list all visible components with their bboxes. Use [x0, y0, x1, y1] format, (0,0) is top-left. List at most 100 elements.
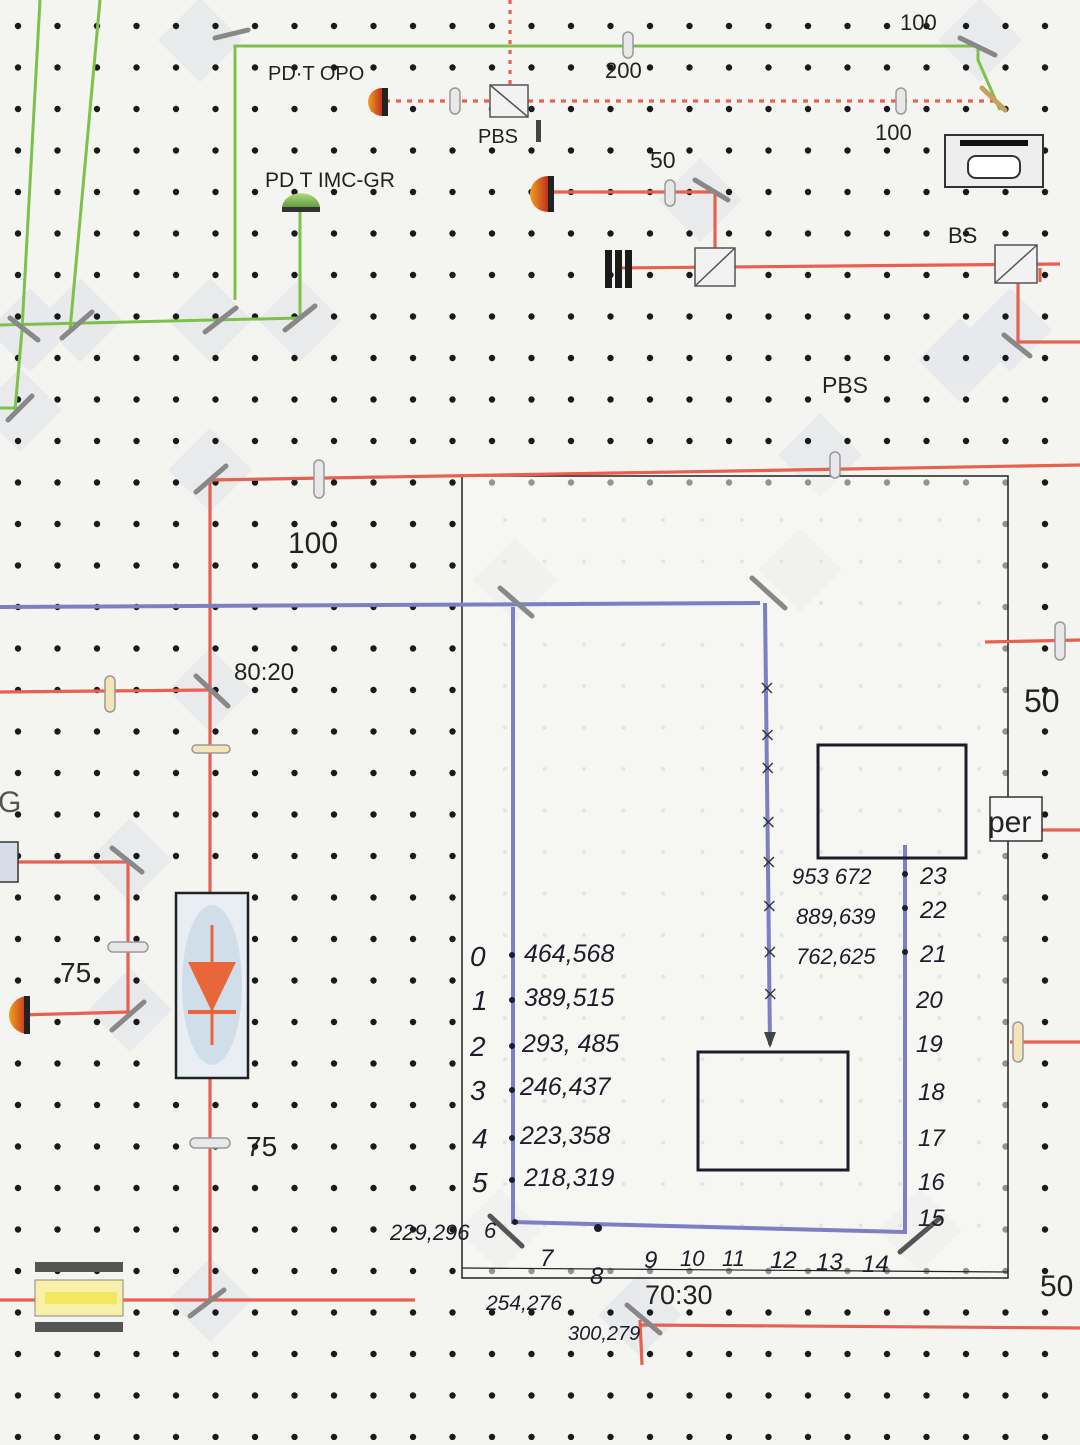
label-lens-50-right: 50: [1024, 683, 1060, 719]
hole: [449, 1309, 456, 1316]
point-index: 13: [816, 1249, 843, 1276]
hole: [962, 1309, 970, 1316]
hole: [172, 1101, 180, 1109]
hole: [133, 230, 140, 237]
hole: [93, 1350, 101, 1358]
hole: [370, 520, 377, 528]
hole: [962, 1392, 970, 1399]
hole: [93, 1226, 101, 1233]
hole: [212, 1433, 219, 1441]
point-index: 18: [918, 1079, 945, 1106]
hole: [370, 562, 377, 569]
hole: [251, 686, 259, 694]
handwritten-annotations: 0 464,568 1 389,515 2 293, 485 3 246,437…: [389, 863, 947, 1345]
hole: [607, 396, 614, 403]
hole: [172, 479, 180, 486]
hole: [133, 977, 140, 984]
hole: [923, 64, 930, 71]
hole: [449, 1060, 456, 1067]
hole: [607, 1350, 614, 1358]
hole: [409, 935, 417, 943]
hole: [14, 520, 22, 528]
hole: [449, 313, 456, 320]
hole: [251, 354, 259, 362]
hole: [133, 1309, 140, 1316]
hole: [1041, 396, 1049, 403]
hole: [93, 1101, 101, 1109]
partial-label-box-per: [989, 796, 1043, 842]
beam-dump-icon: [605, 250, 632, 288]
hole: [330, 396, 338, 403]
hole: [93, 271, 101, 279]
hole: [962, 271, 970, 279]
point-index: 8: [590, 1263, 604, 1290]
hole: [54, 1143, 61, 1150]
mirror-dichroic: [979, 85, 1008, 113]
hole: [409, 1101, 417, 1109]
hole: [291, 977, 298, 984]
blue-beams: [0, 601, 907, 1235]
hole: [607, 354, 614, 362]
hole: [330, 1143, 338, 1150]
red-beam-bottom-right: [639, 1323, 1080, 1330]
hole: [93, 230, 101, 237]
label-bs: BS: [948, 223, 977, 248]
hole: [449, 1392, 456, 1399]
mount-diamond: [918, 318, 1002, 402]
point-coords: 223,358: [519, 1122, 610, 1150]
partial-label-box-left: [0, 841, 19, 883]
hole: [844, 313, 851, 320]
hole: [1041, 1309, 1049, 1316]
hole: [172, 728, 180, 735]
hole: [370, 894, 377, 901]
hole: [291, 1350, 298, 1358]
hole: [14, 1267, 22, 1275]
hole: [1041, 769, 1049, 777]
hole: [449, 520, 456, 528]
hole: [765, 147, 772, 154]
hole: [686, 437, 693, 445]
hole: [330, 1018, 338, 1026]
hole: [93, 1433, 101, 1441]
hole: [962, 64, 970, 71]
hole: [291, 1018, 298, 1026]
hole: [54, 1018, 61, 1026]
hole: [1041, 603, 1049, 611]
hole: [251, 1101, 259, 1109]
hole: [330, 894, 338, 901]
label-lens-100-top: 100: [900, 10, 937, 35]
hole: [133, 147, 140, 154]
lens-pd-opo: [449, 87, 461, 115]
hole: [646, 1433, 654, 1441]
hole: [133, 1392, 140, 1399]
hole: [212, 22, 219, 30]
hole: [1041, 1392, 1049, 1399]
hole: [93, 562, 101, 569]
hole: [330, 479, 338, 486]
hole: [409, 811, 417, 818]
hole: [133, 479, 140, 486]
hole: [449, 1433, 456, 1441]
hole: [14, 188, 22, 196]
hole: [93, 811, 101, 818]
hole: [409, 271, 417, 279]
hole: [488, 230, 496, 237]
hole: [1041, 935, 1049, 943]
hole: [172, 520, 180, 528]
hole: [212, 728, 219, 735]
hole: [804, 64, 812, 71]
hole: [133, 1267, 140, 1275]
point-index: 15: [918, 1205, 945, 1232]
hole: [765, 354, 772, 362]
hole: [291, 147, 298, 154]
hole: [330, 645, 338, 652]
hole: [765, 105, 772, 113]
hole: [765, 22, 772, 30]
hole: [251, 728, 259, 735]
hole: [488, 271, 496, 279]
hole: [1041, 437, 1049, 445]
hole: [883, 396, 891, 403]
green-beam-left-c: [13, 329, 24, 411]
hole: [370, 1392, 377, 1399]
